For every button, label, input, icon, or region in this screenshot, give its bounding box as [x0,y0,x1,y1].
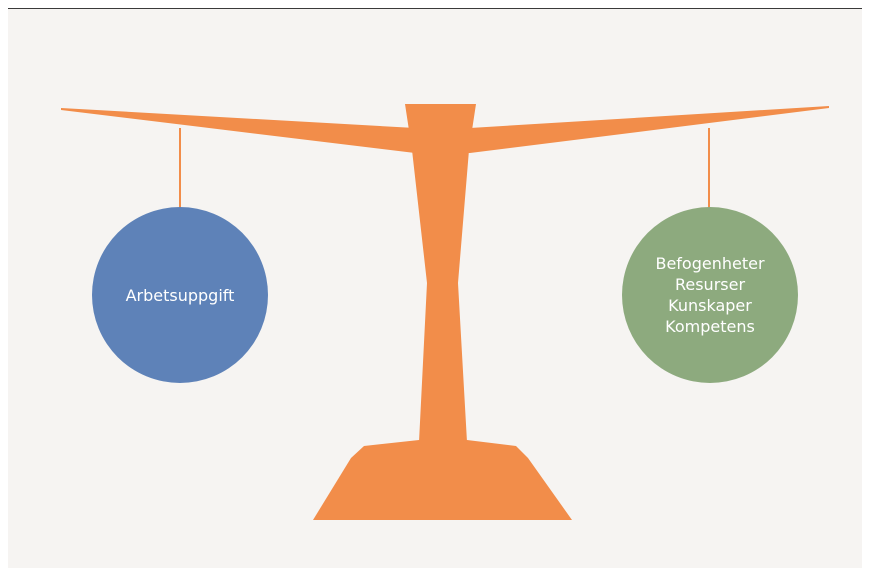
right-weight-circle: Befogenheter Resurser Kunskaper Kompeten… [622,207,798,383]
right-weight-line-befogenheter: Befogenheter [655,254,765,273]
right-weight-line-kompetens: Kompetens [665,317,755,336]
scale-base [313,440,572,520]
scale-pillar [405,104,476,442]
left-weight-label: Arbetsuppgift [125,285,235,305]
right-weight-line-kunskaper: Kunskaper [668,296,752,315]
right-weight-text: Befogenheter Resurser Kunskaper Kompeten… [655,253,764,337]
right-weight-line-resurser: Resurser [674,275,746,294]
left-weight-circle: Arbetsuppgift [92,207,268,383]
